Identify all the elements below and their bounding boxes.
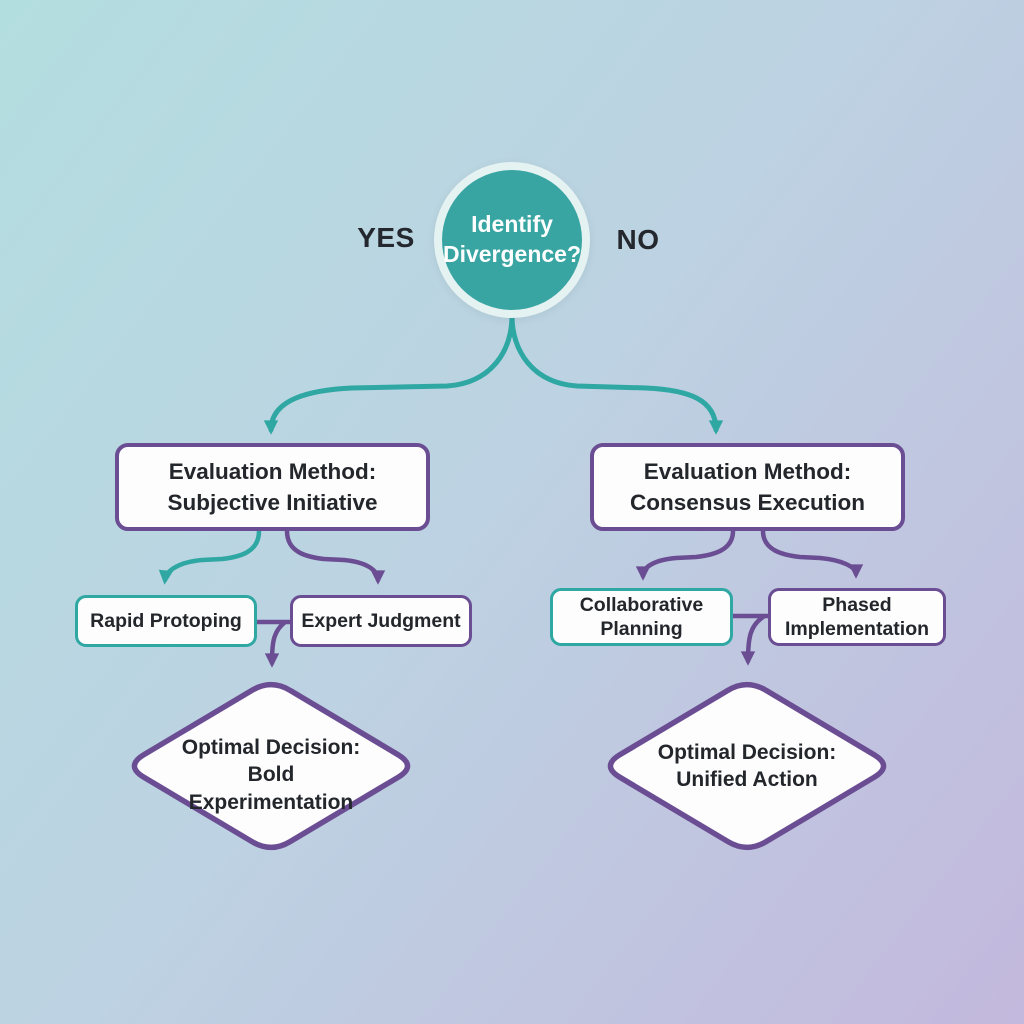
- evaluation-box-subjective-initiative: Evaluation Method: Subjective Initiative: [115, 443, 430, 531]
- connector-methods-to-right-diamond: [740, 614, 766, 666]
- no-branch-label: NO: [616, 224, 660, 255]
- connector-consensus-to-phased: [760, 528, 864, 579]
- expert-judgment-label: Expert Judgment: [301, 609, 461, 632]
- evaluation-consensus-label: Evaluation Method: Consensus Execution: [629, 458, 866, 516]
- decision-diamond-bold-experimentation-shape: [131, 681, 411, 851]
- decision-bold-experimentation-label: Optimal Decision: Bold Experimentation: [181, 736, 361, 814]
- collaborative-planning-label: Collaborative Planning: [579, 593, 704, 640]
- yes-branch-label: YES: [357, 222, 415, 253]
- root-decision-circle: Identify Divergence?: [434, 162, 590, 318]
- connector-methods-to-left-diamond: [264, 620, 287, 668]
- connector-consensus-to-collaborative: [635, 528, 736, 581]
- connector-root-to-subjective: [263, 313, 515, 435]
- root-decision-label: Identify Divergence?: [442, 211, 582, 267]
- connector-subjective-to-expert: [284, 528, 386, 585]
- evaluation-box-consensus-execution: Evaluation Method: Consensus Execution: [590, 443, 905, 531]
- rapid-protoping-label: Rapid Protoping: [90, 609, 242, 632]
- phased-implementation-label: Phased Implementation: [784, 593, 930, 640]
- decision-diamond-unified-action-shape: [607, 681, 887, 851]
- connector-root-to-consensus: [509, 313, 724, 435]
- connector-subjective-to-rapid: [158, 528, 262, 585]
- decision-unified-action-label: Optimal Decision: Unified Action: [657, 741, 837, 792]
- method-box-collaborative-planning: Collaborative Planning: [550, 588, 733, 646]
- method-box-phased-implementation: Phased Implementation: [768, 588, 946, 646]
- method-box-expert-judgment: Expert Judgment: [290, 595, 472, 647]
- method-box-rapid-protoping: Rapid Protoping: [75, 595, 257, 647]
- evaluation-subjective-label: Evaluation Method: Subjective Initiative: [167, 458, 378, 516]
